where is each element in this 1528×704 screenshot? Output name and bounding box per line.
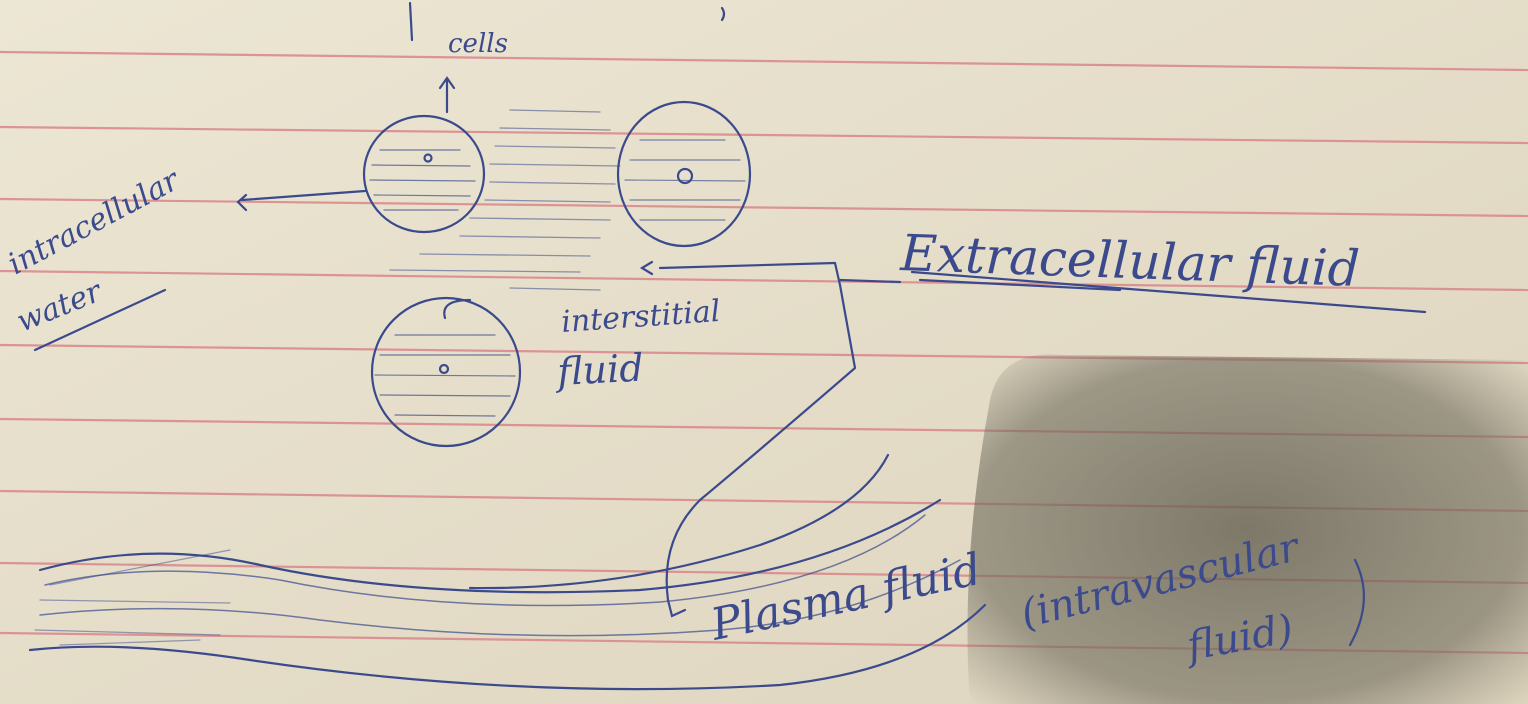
label-cells: cells [448,29,508,59]
label-interstitial-fluid: fluid [553,346,644,395]
